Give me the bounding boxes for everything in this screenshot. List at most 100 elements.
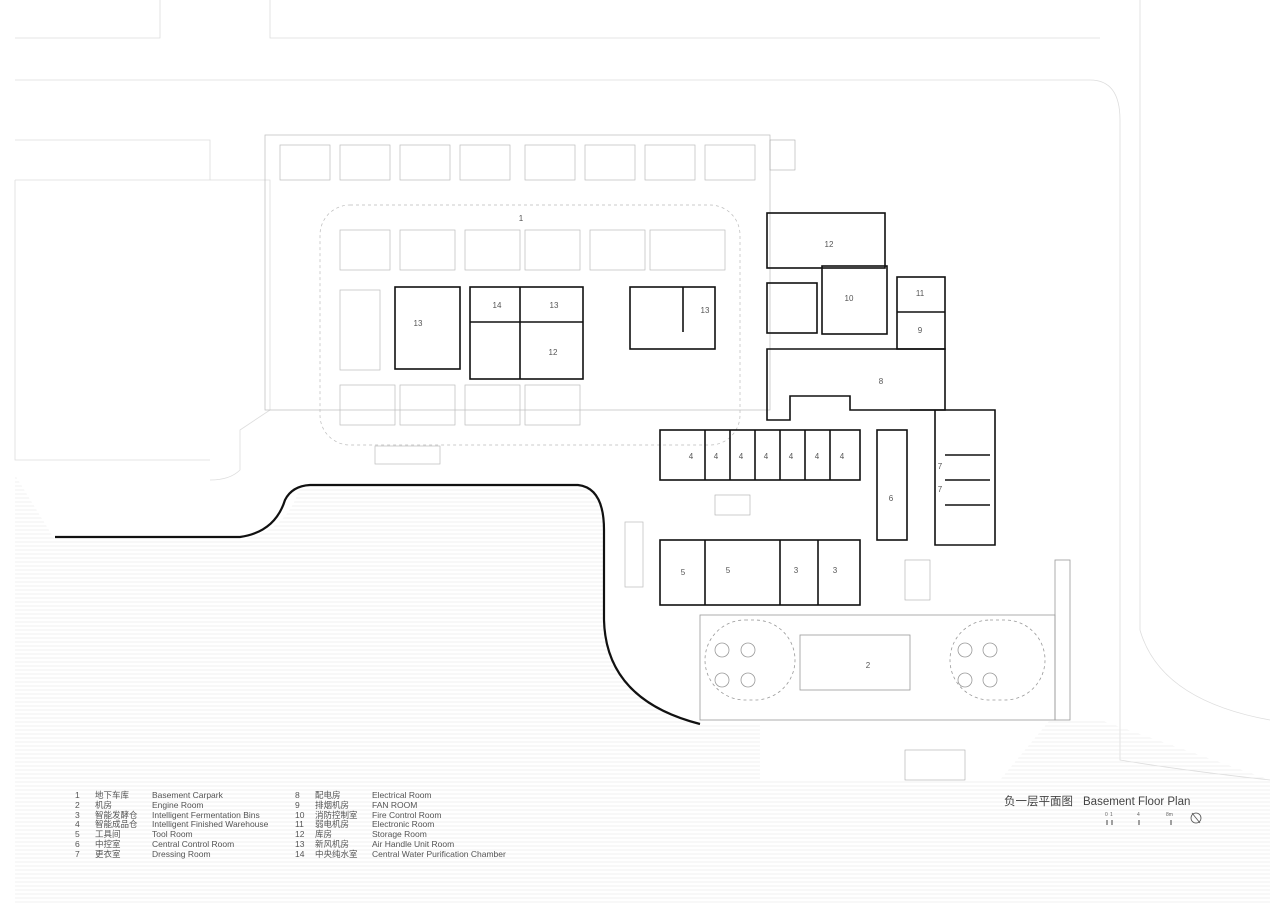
room-label: 4: [739, 452, 744, 461]
room-label: 13: [701, 306, 710, 315]
legend-english: Central Water Purification Chamber: [372, 848, 506, 859]
legend-english: Electrical Room: [372, 790, 432, 800]
legend-item: 10 消防控制室 Fire Control Room: [295, 809, 755, 821]
title-english: Basement Floor Plan: [1083, 796, 1191, 808]
room-label: 9: [918, 326, 923, 335]
parking-area: [264, 134, 771, 588]
legend-item: 7 更衣室 Dressing Room: [75, 848, 535, 860]
legend-item: 2 机房 Engine Room: [75, 799, 535, 811]
legend-english: FAN ROOM: [372, 799, 418, 810]
scale-bar: [1106, 820, 1172, 825]
legend-chinese: 库房: [315, 829, 333, 840]
stairs: [714, 139, 966, 781]
room-label: 11: [916, 289, 925, 298]
legend-chinese: 中控室: [95, 838, 121, 849]
legend-english: Air Handle Unit Room: [372, 838, 455, 849]
legend-number: 10: [295, 809, 305, 820]
legend-number: 11: [295, 819, 304, 830]
legend-number: 7: [75, 848, 80, 859]
room-label: 13: [550, 301, 559, 310]
room-label: 10: [845, 294, 854, 303]
legend-english: Basement Carpark: [152, 790, 223, 800]
room-label: 12: [825, 240, 834, 249]
retaining-wall: [55, 483, 701, 726]
landscape-hatch: [15, 475, 1270, 905]
scale-tick-label: 4: [1137, 812, 1140, 818]
room-labels: 1 12 13 14 13 12 13 10 11 9 8 4 4 4 4 4 …: [414, 214, 943, 670]
legend-item: 9 排烟机房 FAN ROOM: [295, 799, 755, 811]
room-label: 3: [794, 566, 799, 575]
legend-item: 6 中控室 Central Control Room: [75, 838, 535, 850]
legend-english: Dressing Room: [152, 848, 211, 859]
room-label: 3: [833, 566, 838, 575]
scale-tick-label: 8m: [1166, 812, 1173, 818]
legend-number: 14: [295, 848, 305, 859]
legend-number: 9: [295, 799, 300, 810]
legend-chinese: 智能发酵仓: [95, 809, 138, 820]
legend-english: Engine Room: [152, 799, 204, 810]
legend-chinese: 智能成品仓: [95, 819, 138, 830]
room-label: 4: [789, 452, 794, 461]
room-label: 4: [840, 452, 845, 461]
legend-english: Intelligent Fermentation Bins: [152, 809, 260, 820]
legend-number: 5: [75, 829, 80, 840]
legend-item: 5 工具间 Tool Room: [75, 829, 535, 840]
legend-number: 1: [75, 790, 80, 800]
legend-item: 12 库房 Storage Room: [295, 829, 755, 840]
room-label: 4: [815, 452, 820, 461]
engine-room: [699, 559, 1071, 721]
legend-number: 6: [75, 838, 80, 849]
legend-item: 3 智能发酵仓 Intelligent Fermentation Bins: [75, 809, 535, 821]
room-label: 4: [714, 452, 719, 461]
legend-chinese: 配电房: [315, 790, 341, 800]
legend-chinese: 新风机房: [315, 838, 350, 849]
legend-english: Central Control Room: [152, 838, 235, 849]
legend-item: 1 地下车库 Basement Carpark: [75, 790, 535, 801]
legend-number: 13: [295, 838, 305, 849]
legend-number: 8: [295, 790, 300, 800]
legend-chinese: 消防控制室: [315, 809, 358, 820]
room-label: 5: [681, 568, 686, 577]
legend-number: 4: [75, 819, 80, 830]
north-arrow-icon: [1190, 812, 1202, 824]
legend-chinese: 中央纯水室: [315, 848, 358, 859]
legend-item: 14 中央纯水室 Central Water Purification Chambe…: [295, 848, 755, 860]
room-label: 7: [938, 462, 943, 471]
room-label: 12: [549, 348, 558, 357]
parking-bays-top: [279, 144, 756, 588]
drawing-title: 负一层平面图 Basement Floor Plan: [1004, 793, 1190, 809]
legend-number: 3: [75, 809, 80, 820]
room-label: 13: [414, 319, 423, 328]
legend-english: Electronic Room: [372, 819, 435, 830]
legend-english: Tool Room: [152, 829, 193, 840]
legend-number: 12: [295, 829, 305, 840]
room-label: 8: [879, 377, 884, 386]
title-chinese: 负一层平面图: [1004, 796, 1073, 808]
room-label: 2: [866, 661, 871, 670]
legend-item: 11 弱电机房 Electronic Room: [295, 820, 755, 830]
legend-chinese: 地下车库: [95, 790, 130, 800]
room-label: 5: [726, 566, 731, 575]
legend-item: 8 配电房 Electrical Room: [295, 790, 755, 801]
legend-chinese: 弱电机房: [315, 819, 350, 830]
room-label: 6: [889, 494, 894, 503]
legend-chinese: 排烟机房: [315, 799, 350, 810]
room-label: 14: [493, 301, 502, 310]
legend-item: 13 新风机房 Air Handle Unit Room: [295, 838, 755, 850]
room-label: 4: [764, 452, 769, 461]
legend-chinese: 更衣室: [95, 848, 121, 859]
legend-english: Fire Control Room: [372, 809, 442, 820]
room-label: 4: [689, 452, 694, 461]
legend-chinese: 工具间: [95, 829, 121, 840]
scale-tick-label: 0: [1105, 812, 1108, 818]
legend-item: 4 智能成品仓 Intelligent Finished Warehouse: [75, 820, 535, 830]
legend-english: Storage Room: [372, 829, 427, 840]
legend-chinese: 机房: [95, 799, 113, 810]
legend-english: Intelligent Finished Warehouse: [152, 819, 269, 830]
scale-tick-label: 1: [1110, 812, 1113, 818]
legend-number: 2: [75, 799, 80, 810]
room-label: 1: [519, 214, 524, 223]
building-walls: [394, 212, 996, 606]
